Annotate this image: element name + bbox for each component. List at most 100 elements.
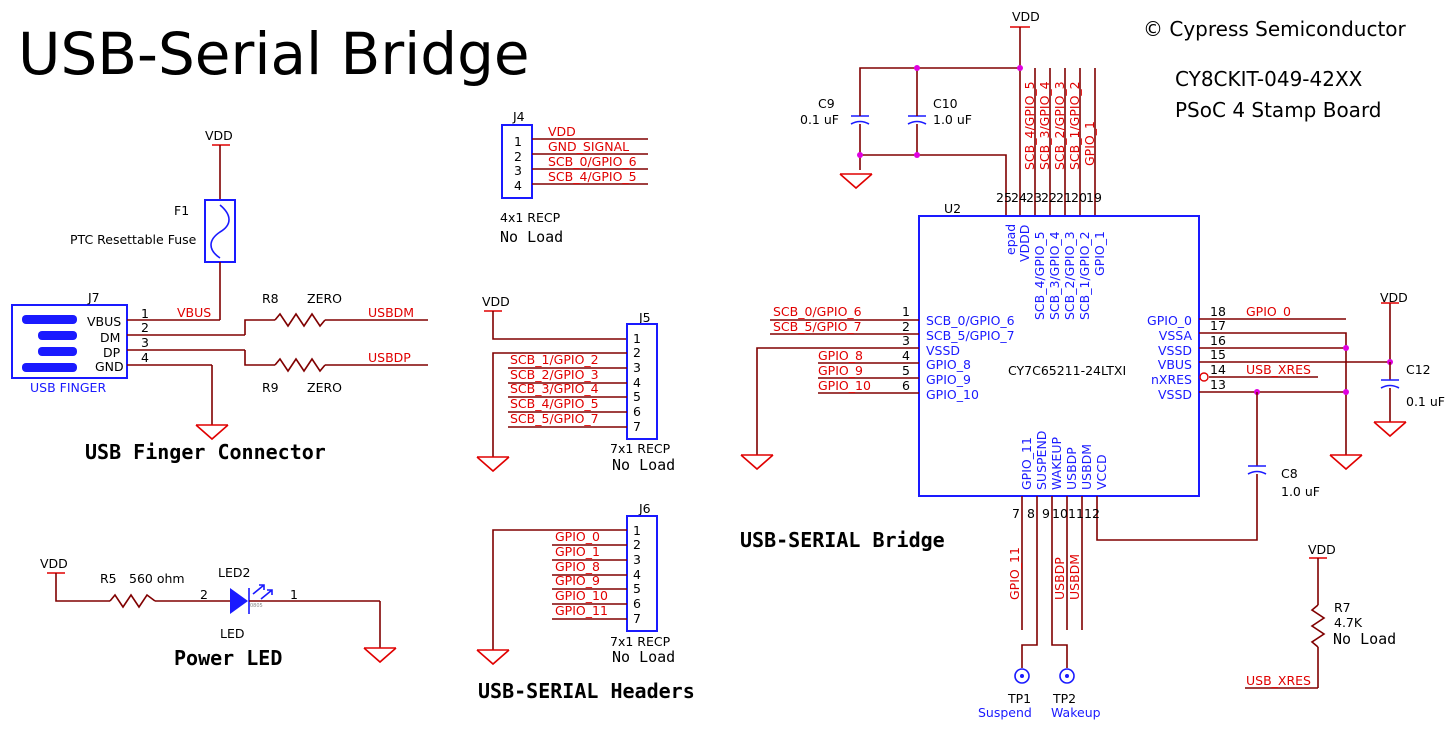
- u2-part: CY7C65211-24LTXI: [1008, 363, 1126, 378]
- tp2-desc: Wakeup: [1051, 705, 1101, 720]
- j7-desc: USB FINGER: [30, 380, 106, 395]
- u2-top-num-20: 20: [1071, 190, 1087, 205]
- u2-bottom-net-11: USBDM: [1067, 554, 1082, 600]
- u2-right-net-18: GPIO_0: [1246, 304, 1291, 319]
- u2-left-net-5: GPIO_9: [818, 363, 863, 378]
- section-headers: USB-SERIAL Headers: [478, 679, 695, 703]
- led-pin-k: 1: [290, 587, 298, 602]
- u2-top-name-19: GPIO_1: [1092, 231, 1107, 276]
- j4-type: 4x1 RECP: [500, 210, 561, 225]
- header-j6: J6 GPIO_0 GPIO_1 GPIO_8 GPIO_9 GPIO_10 G…: [476, 501, 695, 703]
- u2-right-net-14: USB_XRES: [1246, 362, 1311, 377]
- tp2-ref: TP2: [1052, 691, 1076, 706]
- j6-load: No Load: [612, 648, 675, 666]
- net-usb-xres: USB_XRES: [1246, 673, 1311, 688]
- c10-val: 1.0 uF: [933, 112, 972, 127]
- j7-pin-dp: DP: [103, 345, 121, 360]
- u2-right-name-14: nXRES: [1151, 372, 1192, 387]
- u2-right-name-18: GPIO_0: [1147, 313, 1192, 328]
- c9-val: 0.1 uF: [800, 112, 839, 127]
- f1-desc: PTC Resettable Fuse: [70, 232, 197, 247]
- u2-left-name-1: SCB_0/GPIO_6: [926, 313, 1015, 328]
- j6-net-2: GPIO_0: [555, 529, 600, 544]
- u2-top-net-20: SCB_1/GPIO_2: [1067, 81, 1082, 170]
- net-usbdp: USBDP: [368, 350, 411, 365]
- led-pin-a: 2: [200, 587, 208, 602]
- u2-top-name-22: SCB_3/GPIO_4: [1047, 231, 1062, 320]
- u2-bottom-num-12: 12: [1084, 506, 1100, 521]
- resistor-r9: [274, 357, 326, 373]
- u2-left-net-2: SCB_5/GPIO_7: [773, 319, 862, 334]
- j6-ref: J6: [638, 501, 651, 516]
- header-j5: VDD J5 SCB_1/GPIO_2 SCB_2/GPIO_3 SCB_3/G…: [476, 294, 675, 474]
- u2-left-num-6: 6: [902, 378, 910, 393]
- j4-num-4: 4: [514, 178, 522, 193]
- j6-num-2: 2: [633, 537, 641, 552]
- u2-top-num-19: 19: [1086, 190, 1102, 205]
- u2-right-num-17: 17: [1210, 318, 1226, 333]
- fuse-f1: [204, 199, 236, 263]
- u2-left-name-2: SCB_5/GPIO_7: [926, 328, 1015, 343]
- j5-num-1: 1: [633, 331, 641, 346]
- j4-num-3: 3: [514, 163, 522, 178]
- r9-val: ZERO: [307, 380, 342, 395]
- u2-right-name-13: VSSD: [1158, 387, 1192, 402]
- u2-left-name-6: GPIO_10: [926, 387, 979, 402]
- u2-bottom-name-8: SUSPEND: [1034, 431, 1049, 490]
- u2-right-name-17: VSSA: [1159, 328, 1193, 343]
- c10-ref: C10: [933, 96, 958, 111]
- u2-top-net-21: SCB_2/GPIO_3: [1052, 81, 1067, 170]
- u2-left-num-2: 2: [902, 319, 910, 334]
- usb-contact-3: [38, 347, 77, 356]
- r8-ref: R8: [262, 291, 279, 306]
- u2-top-name-24: VDDD: [1017, 225, 1032, 262]
- j7-num-2: 2: [141, 320, 149, 335]
- j5-net-6: SCB_5/GPIO_7: [510, 411, 599, 426]
- u2-top-name-20: SCB_1/GPIO_2: [1077, 231, 1092, 320]
- u2-bottom-name-9: WAKEUP: [1049, 437, 1064, 490]
- u2-top-net-22: SCB_3/GPIO_4: [1037, 81, 1052, 170]
- vdd-label-j5: VDD: [482, 294, 510, 309]
- u2-left-num-5: 5: [902, 363, 910, 378]
- c8-ref: C8: [1281, 466, 1298, 481]
- vdd-label-f1: VDD: [205, 128, 233, 143]
- j5-net-4: SCB_3/GPIO_4: [510, 381, 599, 396]
- u2-left-num-3: 3: [902, 333, 910, 348]
- vdd-label-r7: VDD: [1308, 542, 1336, 557]
- f1-ref: F1: [174, 203, 189, 218]
- u2-bottom-num-9: 9: [1042, 506, 1050, 521]
- page-title: USB-Serial Bridge: [18, 20, 530, 88]
- power-led-section: VDD R5 560 ohm 2 0805 LED2 LED 1 Power L…: [40, 556, 397, 670]
- j6-net-5: GPIO_9: [555, 573, 600, 588]
- j4-num-1: 1: [514, 134, 522, 149]
- u2-top-num-21: 21: [1056, 190, 1072, 205]
- chip-u2: [918, 215, 1200, 497]
- led2-desc: LED: [220, 626, 245, 641]
- u2-right-num-13: 13: [1210, 377, 1226, 392]
- u2-left-net-1: SCB_0/GPIO_6: [773, 304, 862, 319]
- resistor-r7: [1310, 604, 1326, 648]
- section-bridge: USB-SERIAL Bridge: [740, 528, 945, 552]
- u2-top-name-21: SCB_2/GPIO_3: [1062, 231, 1077, 320]
- u2-bottom-name-11: USBDM: [1079, 444, 1094, 490]
- resistor-r8: [274, 312, 326, 328]
- board-model: CY8CKIT-049-42XX: [1175, 67, 1363, 91]
- u2-left-num-1: 1: [902, 304, 910, 319]
- usb-contact-4: [22, 363, 77, 372]
- j6-num-3: 3: [633, 552, 641, 567]
- j7-ref: J7: [87, 290, 100, 305]
- u2-left-net-4: GPIO_8: [818, 348, 863, 363]
- u2-bottom-num-8: 8: [1027, 506, 1035, 521]
- j6-net-3: GPIO_1: [555, 544, 600, 559]
- u2-top-num-24: 24: [1011, 190, 1027, 205]
- net-vbus: VBUS: [177, 305, 211, 320]
- u2-top-name-25: epad: [1003, 224, 1018, 255]
- j5-net-5: SCB_4/GPIO_5: [510, 396, 599, 411]
- c8-val: 1.0 uF: [1281, 484, 1320, 499]
- resistor-r5: [109, 593, 156, 609]
- j4-ref: J4: [512, 109, 525, 124]
- j6-type: 7x1 RECP: [610, 634, 671, 649]
- j6-net-7: GPIO_11: [555, 603, 608, 618]
- c12-ref: C12: [1406, 362, 1431, 377]
